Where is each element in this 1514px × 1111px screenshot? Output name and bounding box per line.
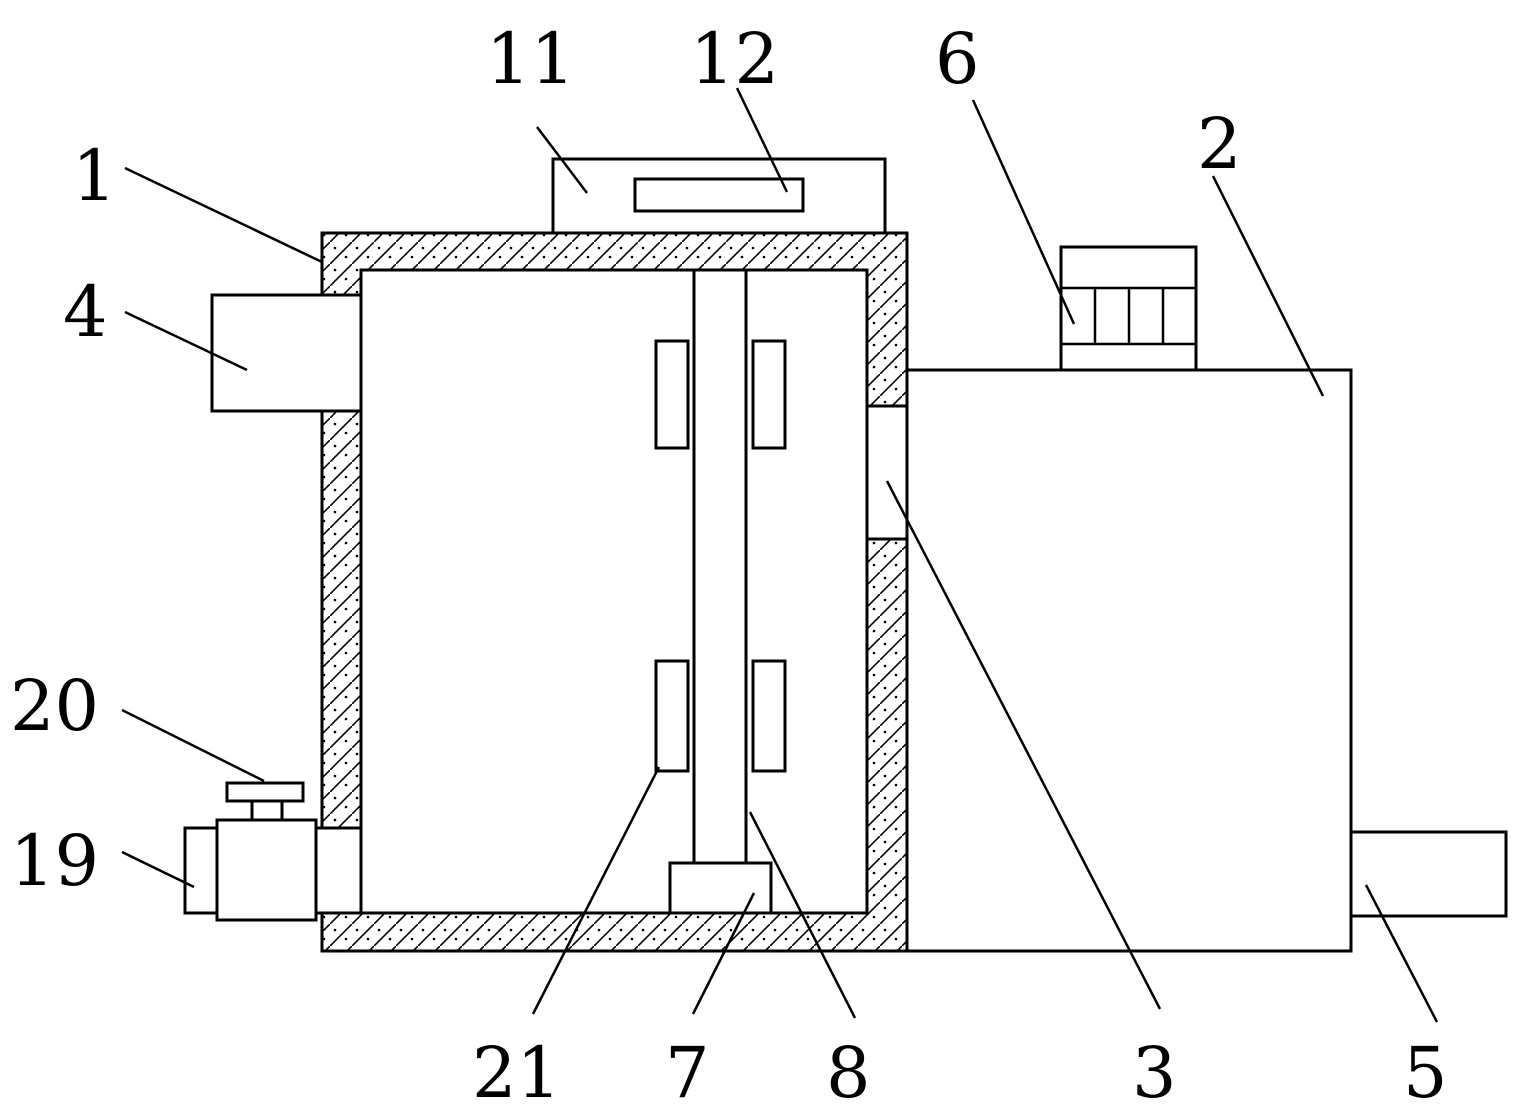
label-7: 7 — [665, 1032, 710, 1111]
leader-11 — [536, 126, 588, 194]
leader-21 — [531, 766, 661, 1015]
leader-1 — [124, 166, 323, 264]
leader-6 — [971, 99, 1076, 325]
label-12: 12 — [690, 18, 779, 100]
second-tank — [905, 368, 1353, 953]
outlet-pipe — [1349, 830, 1508, 918]
label-21: 21 — [472, 1032, 561, 1111]
label-6: 6 — [935, 18, 980, 100]
fan-unit — [1059, 245, 1198, 372]
leader-2 — [1211, 175, 1325, 397]
label-4: 4 — [63, 271, 108, 353]
drain-valve — [183, 781, 363, 922]
label-3: 3 — [1132, 1032, 1177, 1111]
leader-5 — [1364, 884, 1439, 1023]
leader-8 — [748, 811, 857, 1019]
top-slot — [633, 177, 805, 213]
insulated-tank-wall — [320, 231, 909, 953]
leader-12 — [735, 87, 789, 193]
label-8: 8 — [826, 1032, 871, 1111]
leader-lines — [121, 87, 1439, 1023]
central-shaft — [692, 268, 748, 865]
inlet-pipe — [210, 293, 363, 413]
label-5: 5 — [1403, 1032, 1448, 1111]
label-19: 19 — [10, 820, 99, 902]
label-20: 20 — [10, 665, 99, 747]
part-labels: 1 4 11 12 6 2 20 19 21 7 8 3 5 — [10, 18, 1448, 1111]
leader-19 — [121, 850, 195, 889]
motor-base — [668, 861, 773, 915]
leader-3 — [885, 480, 1162, 1010]
leader-20 — [121, 708, 265, 783]
paddles — [654, 339, 787, 773]
leader-7 — [691, 892, 756, 1015]
leader-4 — [124, 310, 248, 372]
label-1: 1 — [72, 135, 117, 217]
label-2: 2 — [1197, 103, 1242, 185]
connecting-port — [865, 404, 909, 541]
label-11: 11 — [486, 18, 575, 100]
